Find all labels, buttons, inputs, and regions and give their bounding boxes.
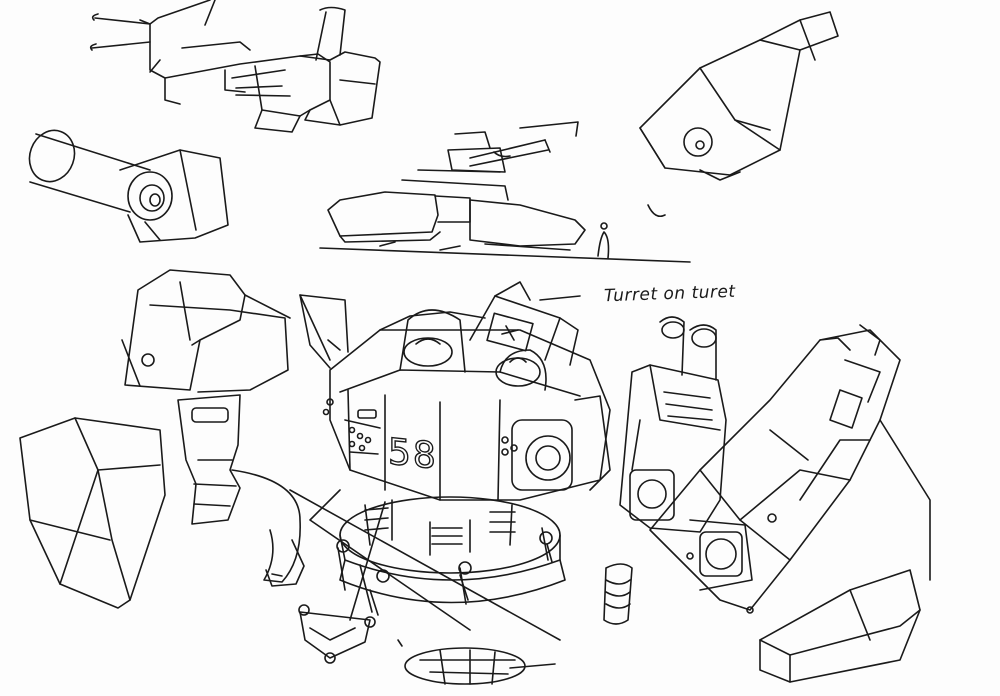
base-ring-sketch — [289, 489, 566, 641]
unit-number-marking: 58 — [387, 431, 438, 479]
hose-arm-sketch — [177, 394, 305, 587]
heavy-weapon-sketch — [649, 324, 931, 614]
barrel-cylinder-sketch — [28, 129, 229, 243]
gun-pod-sketch — [639, 11, 839, 218]
main-turret-sketch — [299, 281, 611, 501]
tank-profile-sketch — [319, 121, 691, 263]
leg-module-sketch — [121, 269, 291, 393]
armor-block-sketch — [19, 417, 166, 609]
bottom-right-block-sketch — [759, 569, 921, 683]
vehicle-front-sketch — [89, 0, 381, 133]
small-parts-sketch — [298, 563, 633, 685]
twin-barrel-pod-sketch — [619, 316, 727, 533]
